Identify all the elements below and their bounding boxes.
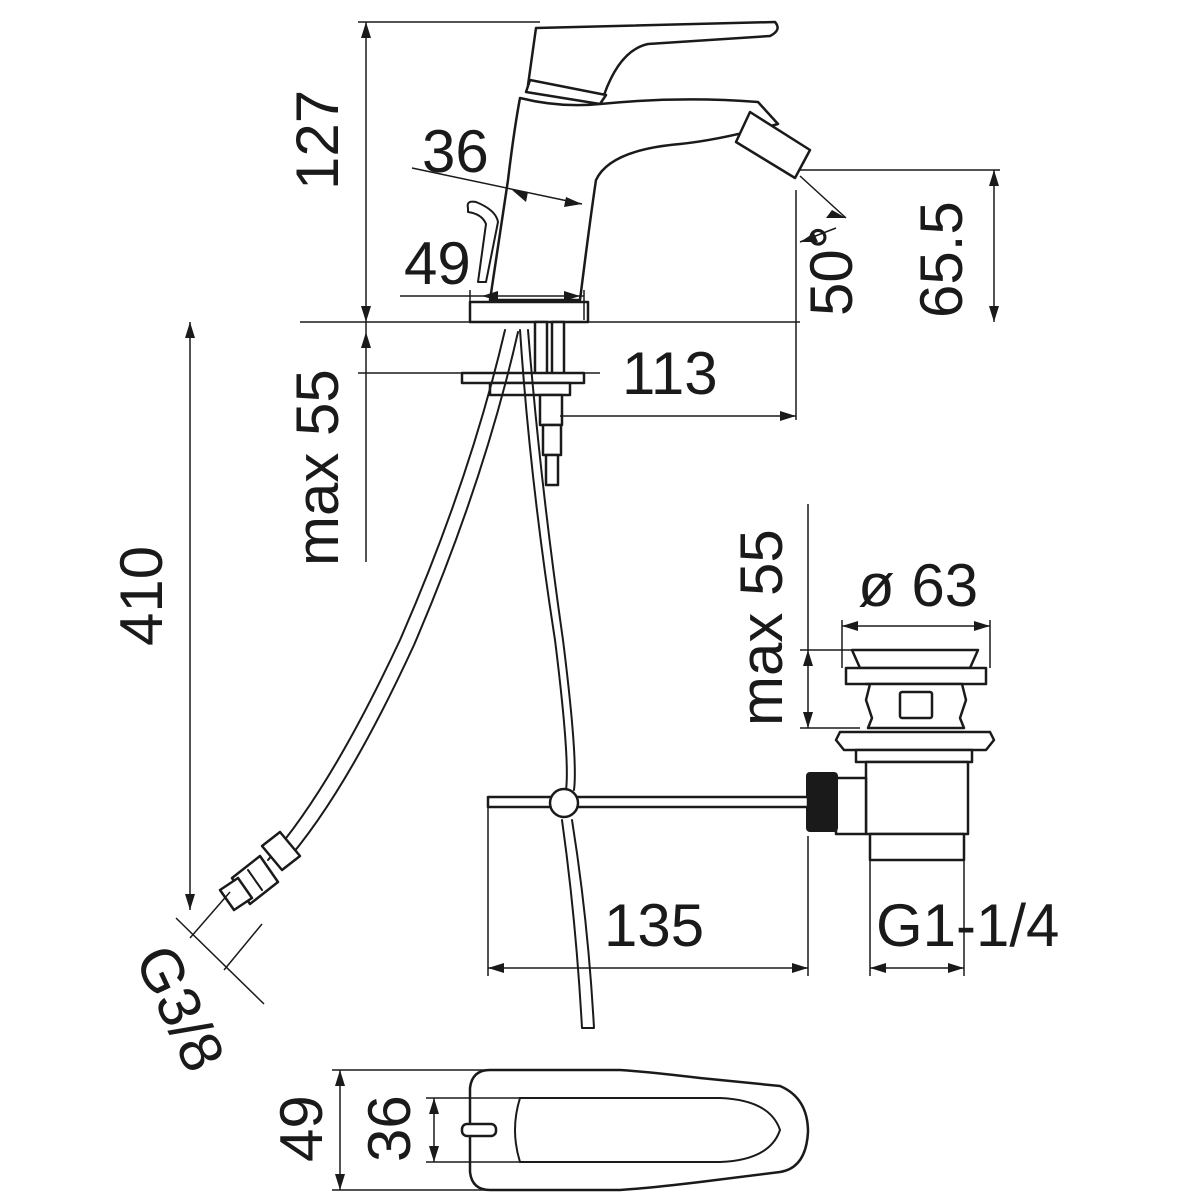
label-hose-410: 410	[108, 546, 175, 646]
plan-view	[460, 1068, 810, 1192]
label-plan-36: 36	[356, 1095, 423, 1162]
mixer-body	[466, 20, 812, 324]
waste-assembly	[486, 648, 996, 862]
label-waste-max-55: max 55	[728, 529, 795, 726]
label-height-127: 127	[284, 90, 351, 190]
label-outlet-65-5: 65.5	[908, 201, 975, 318]
label-plan-49: 49	[268, 1095, 335, 1162]
label-projection-113: 113	[622, 340, 718, 407]
label-angle-50: 50°	[798, 225, 865, 316]
label-spout-36: 36	[422, 118, 489, 185]
flexible-hose	[218, 329, 519, 912]
knurled-nut	[806, 772, 838, 832]
label-waste-diameter: ø 63	[858, 552, 978, 619]
mixer-underside	[460, 320, 595, 1029]
dimension-arrows	[185, 22, 999, 1190]
label-deck-max-55: max 55	[284, 369, 351, 566]
label-rod-135: 135	[604, 892, 704, 959]
label-base-49: 49	[404, 230, 471, 297]
dimension-lines	[175, 21, 1000, 1191]
label-waste-thread: G1-1/4	[876, 892, 1059, 959]
label-hose-thread: G3/8	[122, 935, 238, 1081]
